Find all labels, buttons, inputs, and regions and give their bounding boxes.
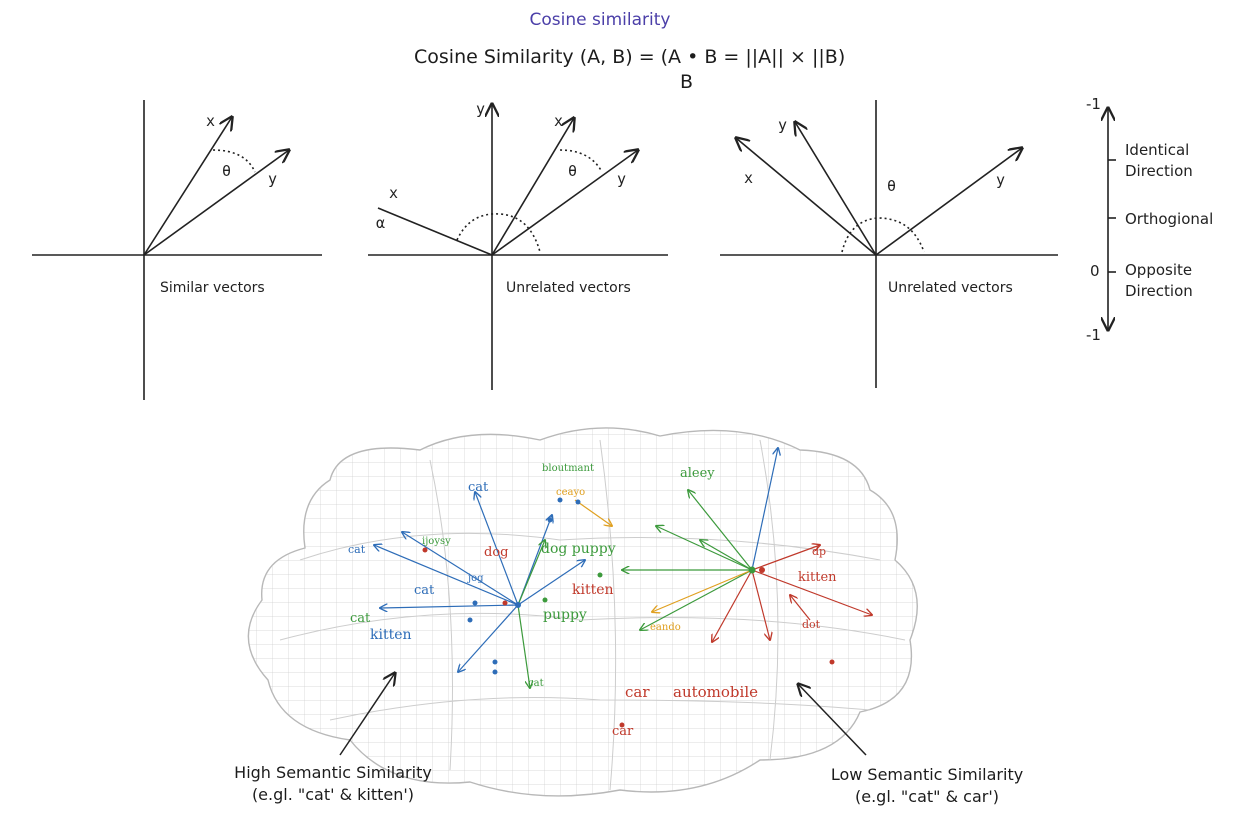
cosine-formula: Cosine Similarity (A, B) = (A • B = ||A|…: [414, 46, 846, 68]
callout-arrows: [339, 673, 867, 756]
panel2-vector-x: [491, 118, 574, 256]
panel2-angle-arc: [559, 149, 603, 173]
scale-orthogonal-label: Orthogional: [1125, 210, 1214, 228]
orange-vectors: [574, 499, 753, 612]
word-car-bottom: car: [612, 724, 634, 739]
red-vectors: [712, 545, 872, 642]
panel2-vector-y: [491, 150, 638, 256]
embedding-space: [247, 427, 918, 797]
callout-high-arrow: [339, 673, 395, 756]
similarity-scale: [1108, 108, 1116, 330]
panel3-label-y-up: y: [778, 116, 788, 134]
word-automobile: automobile: [673, 683, 758, 701]
page-title: Cosine similarity: [529, 10, 671, 30]
word-bloutmant: bloutmant: [542, 463, 594, 474]
point-dots: [422, 497, 835, 728]
word-cat-top: cat: [468, 480, 489, 495]
word-ceayo: ceayo: [556, 487, 586, 498]
panel3-vector-up: [795, 122, 877, 256]
callout-low-arrow: [798, 684, 867, 756]
panel1-label-x: x: [206, 112, 216, 130]
panel1-angle-arc: [212, 149, 256, 173]
panel2-label-yaxis: y: [476, 100, 486, 118]
word-cat-green: cat: [350, 611, 371, 626]
panel2-label-theta: θ: [568, 162, 578, 180]
panel3-vector-left: [736, 138, 877, 256]
callout-low-similarity: Low Semantic Similarity (e.gl. "cat" & c…: [830, 765, 1024, 806]
panel1-vector-y: [143, 150, 289, 256]
word-cat-small: cat: [528, 678, 544, 689]
callout-high-similarity: High Semantic Similarity (e.gl. "cat' & …: [234, 763, 432, 804]
blue-vector-up: [751, 448, 778, 571]
scale-zero-value: 0: [1090, 262, 1100, 280]
cosine-formula-denominator: B: [680, 71, 694, 93]
word-kitten-right: kitten: [798, 570, 837, 585]
word-dp: dp: [812, 545, 827, 558]
panel3-label-y-right: y: [996, 171, 1006, 189]
panel2-label-x-left: x: [389, 184, 399, 202]
panel3-angle-arc: [841, 217, 925, 253]
panel1-label-y: y: [268, 170, 278, 188]
word-ijoysy: ijoysy: [422, 536, 451, 547]
panel-similar: [32, 100, 322, 400]
word-kitten-red: kitten: [572, 582, 614, 598]
scale-top-value: -1: [1086, 95, 1101, 113]
word-car: car: [625, 683, 650, 701]
panel2-label-alpha: α: [376, 214, 386, 232]
panel-unrelated-2: [720, 100, 1058, 388]
panel3-caption: Unrelated vectors: [888, 280, 1013, 296]
word-cat-mid: cat: [414, 583, 435, 598]
panel3-label-x: x: [744, 169, 754, 187]
word-jog: jog: [468, 573, 484, 584]
word-kitten-blue: kitten: [370, 627, 412, 643]
word-eando: eando: [650, 622, 681, 633]
panel3-vector-right: [875, 148, 1022, 256]
panel2-vector-left: [377, 207, 493, 256]
panel1-label-theta: θ: [222, 162, 232, 180]
scale-opposite-label: Opposite Direction: [1125, 261, 1193, 300]
panel2-label-y: y: [617, 170, 627, 188]
word-cat-left: cat: [348, 543, 366, 556]
scale-bottom-value: -1: [1086, 326, 1101, 344]
panel2-caption: Unrelated vectors: [506, 280, 631, 296]
scale-identical-label: Identical Direction: [1125, 141, 1193, 180]
panel1-caption: Similar vectors: [160, 280, 265, 296]
panel-unrelated-1: [368, 104, 668, 390]
word-aleey: aleey: [680, 466, 715, 481]
panel2-label-x: x: [554, 112, 564, 130]
word-dog-puppy: dog puppy: [541, 541, 616, 557]
word-dot: dot: [802, 618, 821, 631]
word-puppy: puppy: [543, 607, 587, 623]
blue-vectors: [374, 492, 585, 672]
word-dog-red: dog: [484, 545, 509, 560]
panel3-label-theta: θ: [887, 177, 897, 195]
panel1-vector-x: [143, 117, 232, 256]
green-vectors-left: [517, 540, 545, 688]
embedding-mesh: [247, 427, 918, 797]
panel2-wide-arc: [456, 213, 541, 253]
green-vectors-right: [622, 490, 753, 630]
